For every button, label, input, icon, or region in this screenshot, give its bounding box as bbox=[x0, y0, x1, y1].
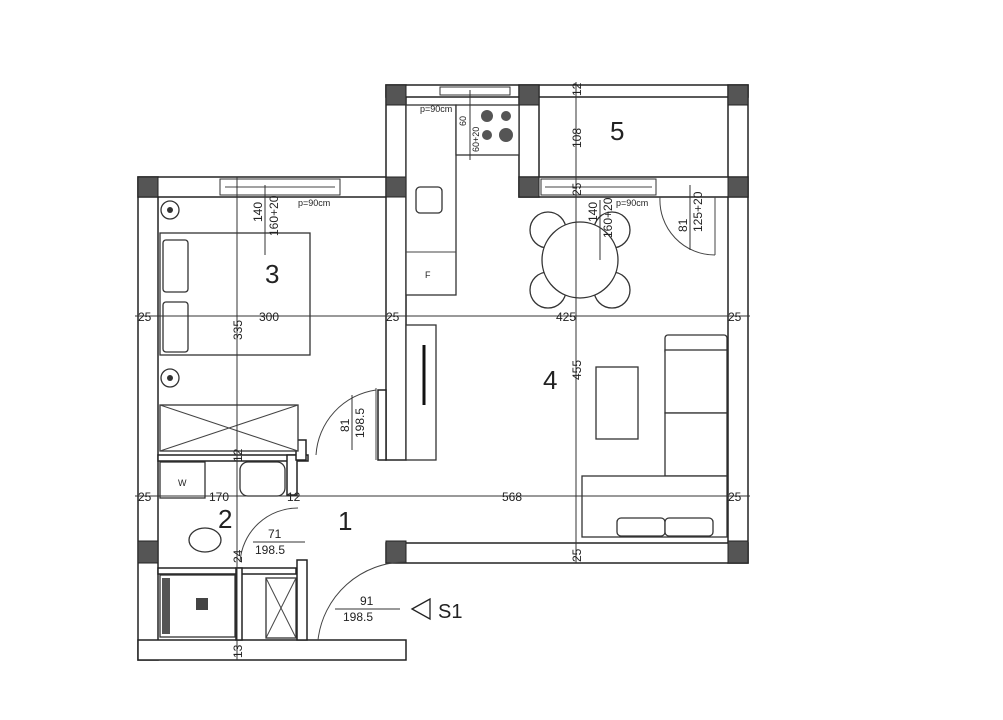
dimension-label: 25 bbox=[138, 490, 152, 504]
dimension-label: 170 bbox=[209, 490, 229, 504]
dimension-label: 25 bbox=[728, 310, 742, 324]
dimension-label: 125+20 bbox=[691, 191, 705, 232]
room-label-1: 1 bbox=[338, 506, 352, 536]
dimension-label: 25 bbox=[570, 548, 584, 562]
dimension-lines bbox=[135, 82, 750, 660]
room-label-2: 2 bbox=[218, 504, 232, 534]
doors bbox=[239, 196, 716, 641]
section-arrow-icon bbox=[410, 597, 431, 621]
dimension-label: 198.5 bbox=[255, 543, 285, 557]
dimension-label: 335 bbox=[231, 320, 245, 340]
washer-label: W bbox=[178, 478, 187, 488]
dimension-label: 108 bbox=[570, 128, 584, 148]
dimension-label: 12 bbox=[570, 82, 584, 96]
dimension-label: 25 bbox=[728, 490, 742, 504]
dimension-label: 25 bbox=[138, 310, 152, 324]
dimension-label: 71 bbox=[268, 527, 282, 541]
dimension-label: 425 bbox=[556, 310, 576, 324]
dimension-label: 25 bbox=[570, 182, 584, 196]
dimension-label: 24 bbox=[231, 549, 245, 563]
dimension-label: 455 bbox=[570, 360, 584, 380]
dimension-label: 198.5 bbox=[343, 610, 373, 624]
dimension-label: 160+20 bbox=[601, 197, 615, 238]
dimension-label: 198.5 bbox=[353, 408, 367, 438]
section-marker: S1 bbox=[438, 601, 462, 623]
dimension-label: 12 bbox=[287, 490, 301, 504]
dimension-label: 13 bbox=[231, 644, 245, 658]
room-label-3: 3 bbox=[265, 259, 279, 289]
dimension-labels: 25 300 25 425 25 25 170 12 568 25 71 198… bbox=[138, 104, 742, 624]
dimension-label: 160+20 bbox=[267, 195, 281, 236]
dimension-label: 60+20 bbox=[471, 127, 481, 152]
dimension-label: 25 bbox=[386, 310, 400, 324]
room-label-4: 4 bbox=[543, 365, 557, 395]
room-label-5: 5 bbox=[610, 116, 624, 146]
furniture bbox=[159, 104, 728, 639]
dimension-label: 60 bbox=[458, 116, 468, 126]
dimension-label: 140 bbox=[586, 202, 600, 222]
dimension-label: 81 bbox=[676, 218, 690, 232]
columns bbox=[137, 84, 749, 564]
dimension-label: 12 bbox=[231, 448, 245, 462]
dimension-label: 81 bbox=[338, 418, 352, 432]
dimension-label: p=90cm bbox=[616, 198, 648, 208]
dimension-label: 300 bbox=[259, 310, 279, 324]
dimension-labels-vertical: 335 455 108 12 25 25 12 24 13 140 160+20… bbox=[231, 82, 705, 658]
dimension-label: 91 bbox=[360, 594, 374, 608]
dimension-label: 140 bbox=[251, 202, 265, 222]
dimension-label: 568 bbox=[502, 490, 522, 504]
dimension-label: p=90cm bbox=[420, 104, 452, 114]
dimension-label: p=90cm bbox=[298, 198, 330, 208]
windows bbox=[219, 86, 657, 196]
fridge-label: F bbox=[425, 270, 431, 280]
